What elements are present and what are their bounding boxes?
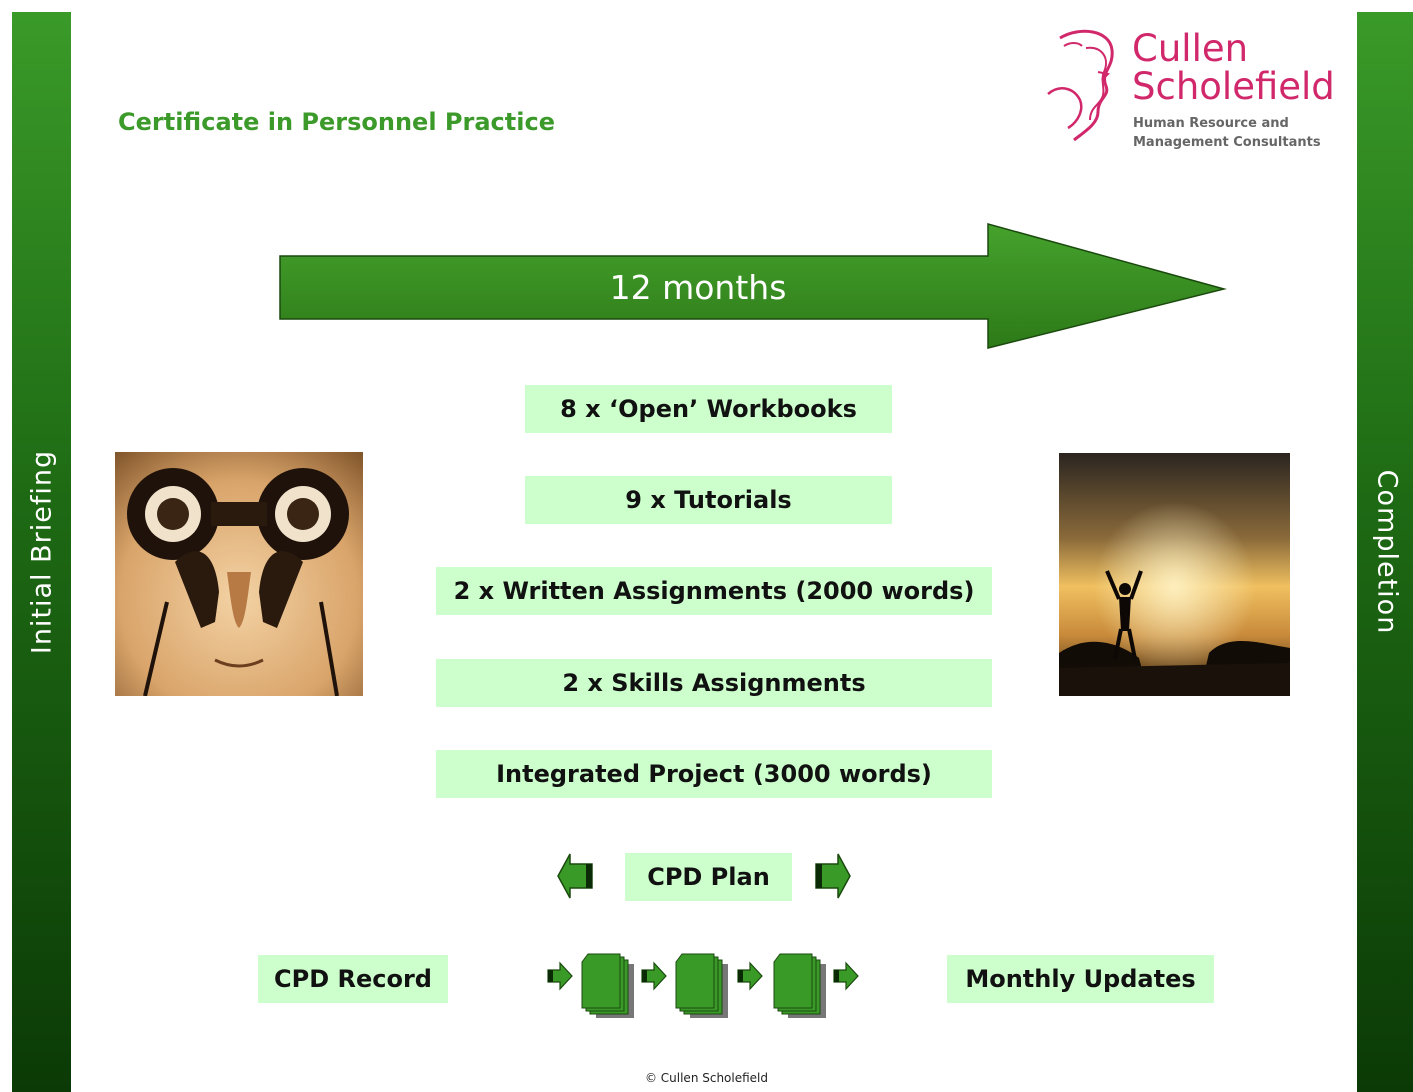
- page-title: Certificate in Personnel Practice: [118, 108, 555, 136]
- logo-name-line2: Scholefield: [1132, 65, 1335, 108]
- company-logo: Cullen Scholefield Human Resource and Ma…: [1040, 28, 1340, 158]
- left-sidebar: Initial Briefing: [12, 12, 71, 1092]
- tutorials-box: 9 x Tutorials: [525, 476, 892, 524]
- left-arrow-icon: [557, 853, 593, 899]
- logo-tagline-line1: Human Resource and: [1133, 116, 1289, 131]
- right-arrow-icon: [815, 853, 851, 899]
- document-stack-icon: [675, 953, 728, 1018]
- logo-wordmark: Cullen Scholefield: [1132, 30, 1335, 106]
- timeline-label: 12 months: [609, 268, 787, 307]
- flow-arrow-icon: [833, 961, 859, 991]
- right-sidebar: Completion: [1357, 12, 1413, 1092]
- initial-briefing-label: Initial Briefing: [26, 449, 57, 655]
- flow-arrow-icon: [641, 961, 667, 991]
- faces-logo-icon: [1047, 29, 1114, 142]
- document-stack-icon: [773, 953, 826, 1018]
- summit-sunset-photo: [1059, 453, 1290, 696]
- workbooks-box: 8 x ‘Open’ Workbooks: [525, 385, 892, 433]
- skills-assignments-box: 2 x Skills Assignments: [436, 659, 992, 707]
- cpd-plan-box: CPD Plan: [625, 853, 792, 901]
- integrated-project-box: Integrated Project (3000 words): [436, 750, 992, 798]
- cpd-record-box: CPD Record: [258, 955, 448, 1003]
- copyright-footer: © Cullen Scholefield: [644, 1071, 769, 1085]
- flow-arrow-icon: [547, 961, 573, 991]
- flow-arrow-icon: [737, 961, 763, 991]
- written-assignments-box: 2 x Written Assignments (2000 words): [436, 567, 992, 615]
- timeline-arrow: [279, 223, 1227, 349]
- document-flow-diagram: [547, 953, 859, 1018]
- monthly-updates-box: Monthly Updates: [947, 955, 1214, 1003]
- document-stack-icon: [581, 953, 634, 1018]
- completion-label: Completion: [1371, 469, 1402, 635]
- logo-tagline: Human Resource and Management Consultant…: [1133, 114, 1321, 152]
- logo-tagline-line2: Management Consultants: [1133, 135, 1321, 150]
- binoculars-photo: [115, 452, 363, 696]
- logo-name-line1: Cullen: [1132, 27, 1249, 70]
